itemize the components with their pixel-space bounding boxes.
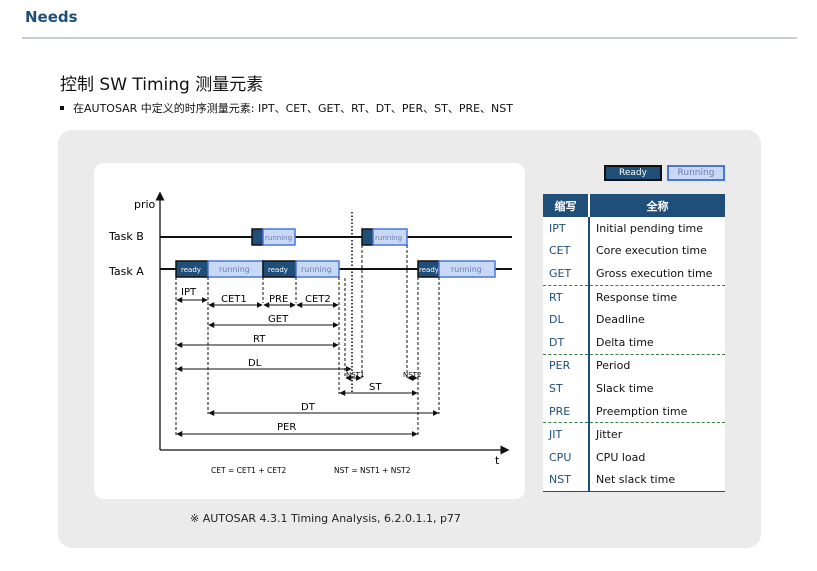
abbr-cell: ST <box>543 377 590 400</box>
table-row: CET Core execution time <box>543 239 725 263</box>
full-name-cell: Net slack time <box>589 468 725 493</box>
legend-running: Running <box>667 165 725 181</box>
header-title: Needs <box>25 8 78 26</box>
full-name-cell: CPU load <box>596 450 646 464</box>
abbr-cell: GET <box>543 262 590 286</box>
full-name-cell: Initial pending time <box>596 221 703 235</box>
footnote: ※ AUTOSAR 4.3.1 Timing Analysis, 6.2.0.1… <box>190 512 461 525</box>
full-name-cell: Gross execution time <box>589 262 725 286</box>
full-name-cell: Slack time <box>596 381 654 395</box>
page-title: 控制 SW Timing 测量元素 <box>60 75 264 95</box>
table-row: PER Period <box>543 354 725 378</box>
abbr-cell: PER <box>543 354 590 378</box>
abbr-cell: PRE <box>543 399 590 424</box>
abbr-cell: RT <box>543 285 590 309</box>
full-name-cell: Response time <box>596 290 678 304</box>
table-row: JIT Jitter <box>543 422 725 446</box>
table-row: ST Slack time <box>543 377 725 400</box>
column-header-full: 全称 <box>589 194 725 217</box>
abbr-cell: DL <box>543 308 590 331</box>
full-name-cell: Core execution time <box>596 244 707 258</box>
abbr-cell: CPU <box>543 445 590 469</box>
bullet-text: 在AUTOSAR 中定义的时序测量元素: IPT、CET、GET、RT、DT、P… <box>73 102 513 115</box>
full-name-cell: Jitter <box>596 428 623 442</box>
abbr-cell: JIT <box>543 422 590 446</box>
abbr-cell: IPT <box>543 217 590 240</box>
legend-ready: Ready <box>604 165 662 181</box>
table-row: DL Deadline <box>543 308 725 331</box>
diagram-box <box>94 163 525 499</box>
table-header-row: 缩写 全称 <box>543 194 725 217</box>
table-row: CPU CPU load <box>543 445 725 469</box>
abbr-cell: CET <box>543 239 590 263</box>
abbr-cell: NST <box>543 468 590 493</box>
full-name-cell: Delta time <box>589 330 725 355</box>
header-divider <box>22 37 797 39</box>
legend: Ready Running <box>604 165 725 181</box>
full-name-cell: Period <box>596 359 631 373</box>
bullet-icon <box>60 106 64 110</box>
column-header-abbr: 缩写 <box>543 194 590 217</box>
table-row: RT Response time <box>543 285 725 309</box>
bullet-item: 在AUTOSAR 中定义的时序测量元素: IPT、CET、GET、RT、DT、P… <box>60 100 513 116</box>
abbreviation-table: 缩写 全称 IPT Initial pending time CET Core ex… <box>543 194 725 493</box>
full-name-cell: Deadline <box>596 313 645 327</box>
abbr-cell: DT <box>543 330 590 355</box>
table-row: IPT Initial pending time <box>543 217 725 240</box>
full-name-cell: Preemption time <box>589 399 725 424</box>
